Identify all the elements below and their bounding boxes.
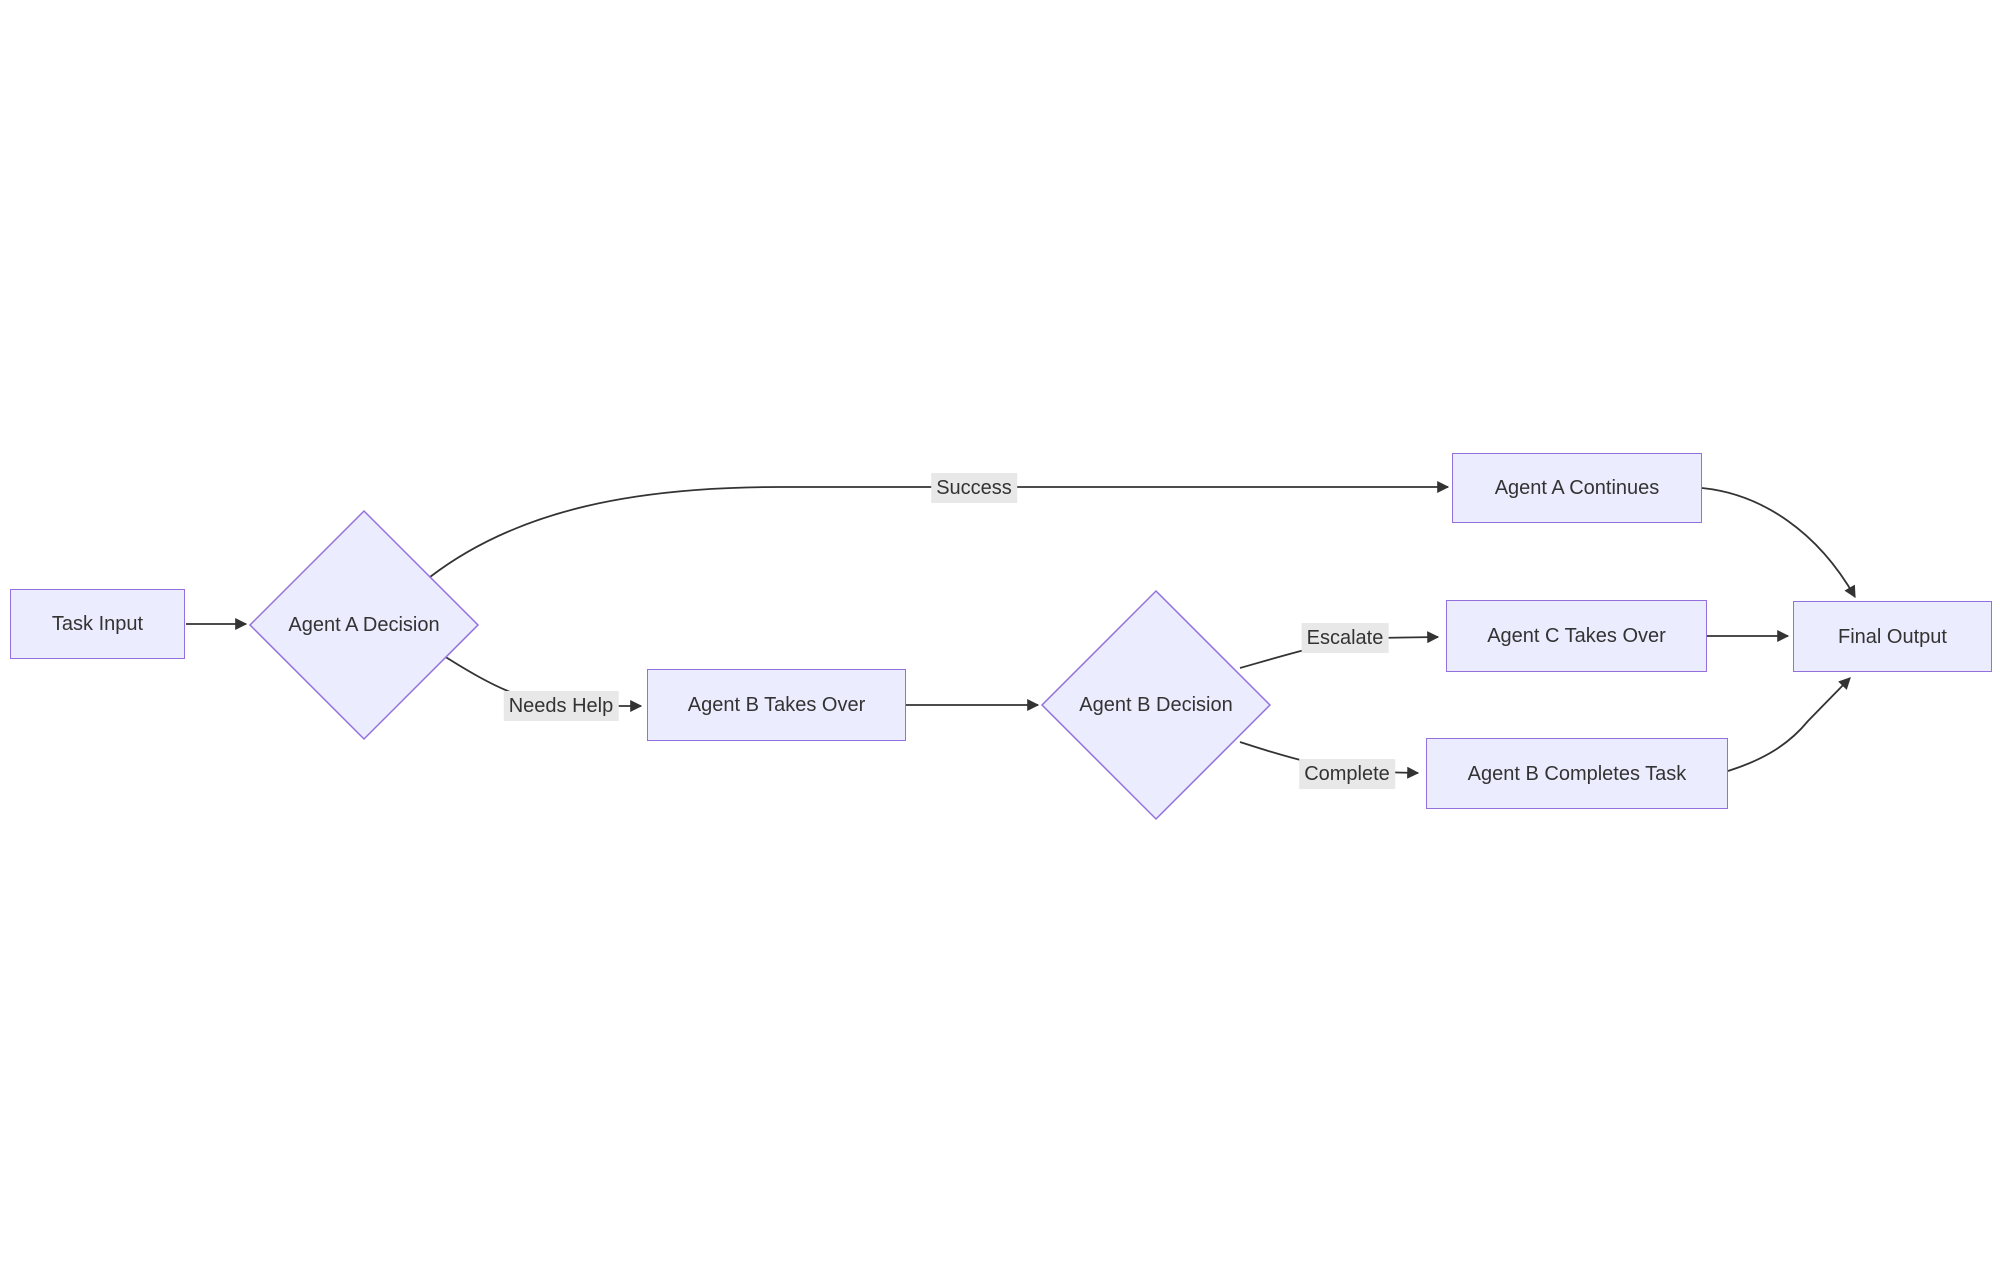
edge-agent-b-completes-task-to-final-output (1727, 677, 1851, 772)
edge-agent-a-continues-to-final-output (1701, 487, 1856, 599)
node-agent-a-continues-label: Agent A Continues (1494, 477, 1660, 499)
node-task-input-label: Task Input (51, 613, 144, 635)
edge-success (429, 481, 1450, 578)
node-agent-b-completes-task-label: Agent B Completes Task (1467, 762, 1687, 785)
node-agent-b-takes-over: Agent B Takes Over (647, 669, 906, 741)
node-agent-c-takes-over: Agent C Takes Over (1446, 600, 1707, 672)
edge-label-escalate: Escalate (1301, 623, 1389, 653)
node-final-output-label: Final Output (1838, 625, 1947, 648)
agent-a-decision-diamond-shape (248, 509, 480, 741)
node-final-output: Final Output (1793, 601, 1992, 672)
node-agent-c-takes-over-label: Agent C Takes Over (1487, 625, 1666, 647)
node-agent-b-takes-over-label: Agent B Takes Over (687, 694, 866, 716)
agent-b-decision-diamond-shape (1040, 589, 1272, 821)
node-task-input: Task Input (10, 589, 185, 659)
node-agent-b-completes-task: Agent B Completes Task (1426, 738, 1728, 809)
edge-label-needs-help: Needs Help (503, 691, 619, 721)
node-agent-a-continues: Agent A Continues (1452, 453, 1702, 523)
edge-label-complete: Complete (1299, 759, 1395, 789)
edge-label-success: Success (931, 473, 1017, 503)
